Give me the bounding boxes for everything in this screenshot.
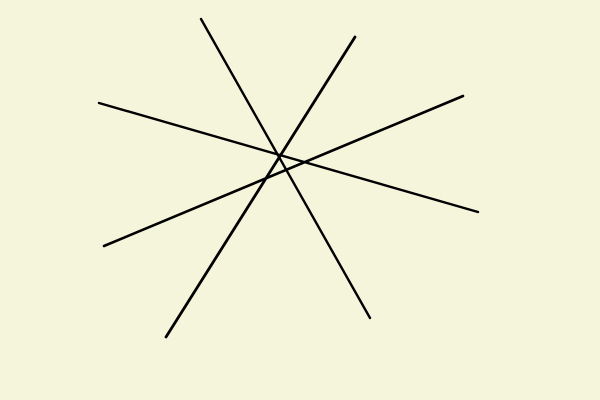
stroke-line-steep-down — [199, 17, 372, 320]
stroke-line-steep-up — [164, 35, 357, 339]
stroke-line-shallow-up — [102, 94, 465, 248]
stroke-line-shallow-down — [97, 101, 480, 214]
